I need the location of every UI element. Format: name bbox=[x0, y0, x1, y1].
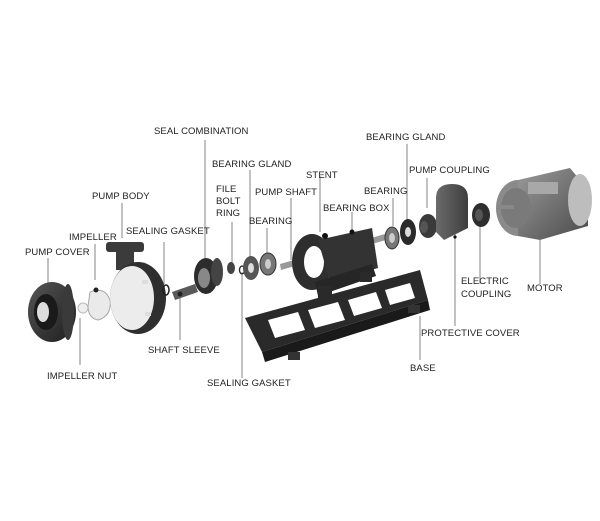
label-bearing-gland-1: BEARING GLAND bbox=[212, 159, 292, 170]
impeller-part bbox=[87, 287, 111, 321]
label-pump-shaft: PUMP SHAFT bbox=[255, 187, 318, 198]
label-pump-body: PUMP BODY bbox=[92, 191, 150, 202]
bearing-2-part bbox=[384, 226, 400, 250]
bearing-gland-2-part bbox=[400, 219, 416, 245]
label-stent: STENT bbox=[306, 170, 338, 181]
label-electric-coupling-line1: ELECTRIC bbox=[461, 276, 509, 287]
label-file-bolt-ring-line2: BOLT bbox=[216, 196, 241, 207]
label-electric-coupling-line2: COUPLING bbox=[461, 289, 512, 300]
label-motor: MOTOR bbox=[527, 283, 563, 294]
label-sealing-gasket-2: SEALING GASKET bbox=[207, 378, 291, 389]
label-impeller: IMPELLER bbox=[69, 232, 117, 243]
protective-cover-part bbox=[436, 184, 468, 240]
pump-cover-part bbox=[28, 282, 76, 342]
shaft-sleeve-part bbox=[172, 284, 198, 300]
pump-body-part bbox=[106, 242, 166, 334]
sealing-gasket-part bbox=[162, 284, 170, 296]
label-file-bolt-ring-line3: RING bbox=[216, 208, 241, 219]
label-sealing-gasket-1: SEALING GASKET bbox=[126, 226, 210, 237]
leader-lines bbox=[47, 140, 541, 378]
label-shaft-sleeve: SHAFT SLEEVE bbox=[148, 345, 220, 356]
label-base: BASE bbox=[410, 363, 436, 374]
bearing-gland-part bbox=[243, 256, 259, 280]
label-pump-cover: PUMP COVER bbox=[25, 247, 90, 258]
label-bearing-2: BEARING bbox=[364, 186, 408, 197]
impeller-nut-part bbox=[77, 302, 89, 314]
pump-coupling-part bbox=[419, 214, 437, 238]
seal-combination-part bbox=[194, 258, 223, 294]
label-file-bolt-ring-line1: FILE bbox=[216, 184, 237, 195]
electric-coupling-part bbox=[472, 203, 490, 227]
motor-part bbox=[496, 168, 592, 240]
label-impeller-nut: IMPELLER NUT bbox=[47, 371, 118, 382]
stent-bearing-box-part bbox=[292, 228, 378, 298]
label-pump-coupling: PUMP COUPLING bbox=[409, 165, 490, 176]
file-bolt-ring-part bbox=[227, 262, 235, 274]
label-bearing-box: BEARING BOX bbox=[323, 203, 390, 214]
label-bearing-1: BEARING bbox=[249, 216, 293, 227]
label-protective-cover: PROTECTIVE COVER bbox=[421, 328, 520, 339]
label-seal-combination: SEAL COMBINATION bbox=[154, 126, 249, 137]
bearing-part bbox=[259, 252, 277, 276]
label-bearing-gland-2: BEARING GLAND bbox=[366, 132, 446, 143]
base-part bbox=[245, 270, 430, 362]
